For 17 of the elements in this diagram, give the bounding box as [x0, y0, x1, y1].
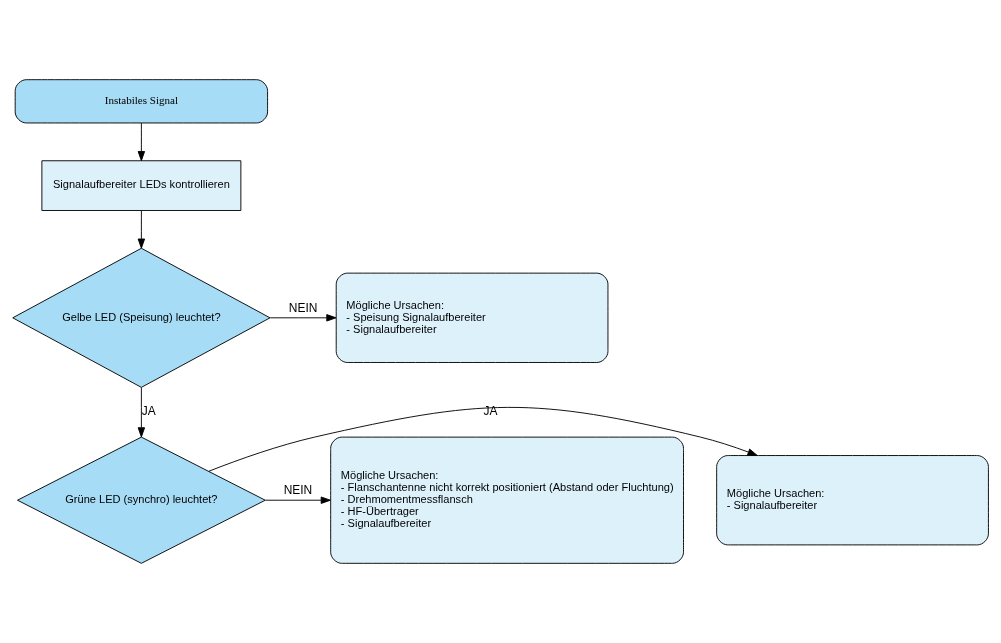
arrow: [208, 406, 758, 472]
node-box: Mögliche Ursachen: - Flanschantenne nicht korrekt positioniert (Abstand oder Fluchtung) - Drehmomentmessflansch - HF-Übertrager - Signalaufbereiter: [330, 436, 684, 564]
arrow: [269, 314, 337, 322]
arrow: [137, 122, 146, 162]
node-box: Mögliche Ursachen: - Speisung Signalaufbereiter - Signalaufbereiter: [335, 272, 609, 363]
edge-label: NEIN: [283, 483, 313, 498]
node-box: Mögliche Ursachen: - Signalaufbereiter: [716, 455, 989, 546]
node-diamond: Gelbe LED (Speisung) leuchtet?: [12, 247, 271, 388]
arrow: [265, 496, 331, 504]
node-diamond: Grüne LED (synchro) leuchtet?: [17, 436, 266, 564]
edge-label: NEIN: [288, 300, 318, 315]
node-box: Instabiles Signal: [14, 79, 269, 124]
arrow: [137, 387, 146, 438]
arrow: [137, 210, 146, 249]
edge-label: JA: [141, 404, 156, 419]
node-box: Signalaufbereiter LEDs kontrollieren: [41, 160, 242, 211]
edge-label: JA: [483, 404, 498, 419]
